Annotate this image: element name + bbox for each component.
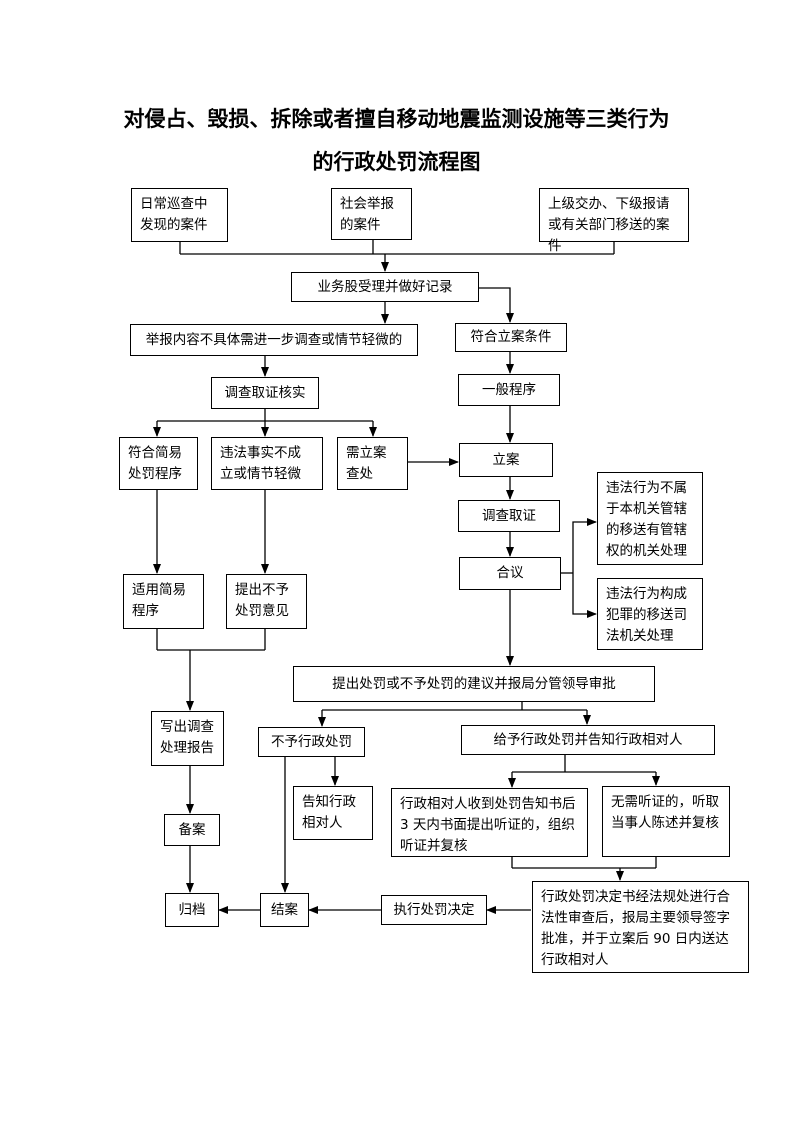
box-hearing-request: 行政相对人收到处罚告知书后 3 天内书面提出听证的，组织听证并复核 xyxy=(391,788,588,857)
box-write-report: 写出调查处理报告 xyxy=(151,711,224,766)
box-propose-penalty: 提出处罚或不予处罚的建议并报局分管领导审批 xyxy=(293,666,655,702)
box-inform-party: 告知行政相对人 xyxy=(293,786,373,840)
box-decision-review: 行政处罚决定书经法规处进行合法性审查后，报局主要领导签字批准，并于立案后 90 … xyxy=(532,881,749,973)
connector-arrow xyxy=(479,287,514,323)
box-close-case: 结案 xyxy=(260,893,309,927)
box-meets-filing: 符合立案条件 xyxy=(455,323,567,352)
box-file-case: 立案 xyxy=(459,443,553,477)
box-general-procedure: 一般程序 xyxy=(458,374,560,406)
page-subtitle: 的行政处罚流程图 xyxy=(312,150,481,174)
box-deliberation: 合议 xyxy=(459,557,561,590)
box-public-report: 社会举报的案件 xyxy=(331,188,412,240)
connector-arrow xyxy=(572,573,597,618)
box-simple-procedure-fit: 符合简易处罚程序 xyxy=(119,437,198,490)
box-daily-inspection: 日常巡查中发现的案件 xyxy=(131,188,228,242)
connector-arrow xyxy=(572,518,597,573)
box-propose-no-penalty: 提出不予处罚意见 xyxy=(226,574,307,629)
box-investigate: 调查取证 xyxy=(458,500,560,532)
box-accept-record: 业务股受理并做好记录 xyxy=(291,272,479,302)
page-title: 对侵占、毁损、拆除或者擅自移动地震监测设施等三类行为 xyxy=(123,107,670,131)
box-investigate-verify: 调查取证核实 xyxy=(211,377,319,409)
box-archive: 归档 xyxy=(165,893,219,927)
box-referral: 上级交办、下级报请或有关部门移送的案件 xyxy=(539,188,689,254)
box-crime-transfer: 违法行为构成犯罪的移送司法机关处理 xyxy=(597,578,703,650)
box-no-penalty: 不予行政处罚 xyxy=(258,727,365,757)
box-execute-decision: 执行处罚决定 xyxy=(381,895,487,925)
box-no-hearing: 无需听证的，听取当事人陈述并复核 xyxy=(602,786,730,857)
box-give-penalty: 给予行政处罚并告知行政相对人 xyxy=(461,725,715,755)
box-not-jurisdiction: 违法行为不属于本机关管辖的移送有管辖权的机关处理 xyxy=(597,472,703,565)
box-facts-not-established: 违法事实不成立或情节轻微 xyxy=(211,437,323,490)
box-filing-record: 备案 xyxy=(164,814,220,846)
box-apply-simple: 适用简易程序 xyxy=(123,574,204,629)
box-need-filing: 需立案查处 xyxy=(337,437,408,490)
box-report-unclear: 举报内容不具体需进一步调查或情节轻微的 xyxy=(130,324,418,356)
